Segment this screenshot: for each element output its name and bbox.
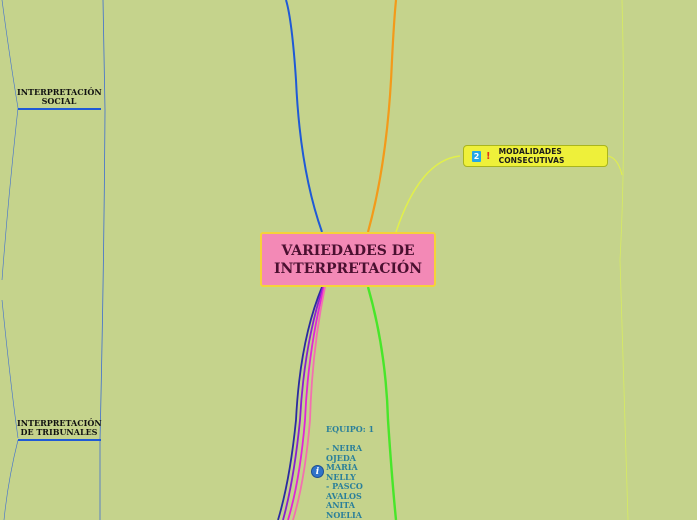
node-label-line2: DE TRIBUNALES bbox=[20, 427, 98, 437]
left-outline-line bbox=[3, 439, 19, 520]
central-topic-line2: INTERPRETACIÓN bbox=[273, 260, 423, 277]
node-label-line2: SOCIAL bbox=[41, 96, 77, 106]
team-line: NELLY bbox=[326, 471, 356, 482]
branch-magenta-down bbox=[287, 286, 325, 520]
branch-navy-down bbox=[277, 286, 323, 520]
branch-green-down bbox=[366, 286, 398, 520]
left-outline-line bbox=[99, 0, 106, 520]
info-icon[interactable]: i bbox=[311, 465, 324, 478]
branch-blue-up bbox=[285, 0, 323, 233]
central-topic-line1: VARIEDADES DE bbox=[281, 242, 415, 259]
right-outline-line bbox=[619, 0, 629, 520]
node-interpretacion-tribunales[interactable]: INTERPRETACIÓN DE TRIBUNALES bbox=[17, 418, 102, 437]
team-line: - NEIRA bbox=[326, 443, 363, 453]
node-modalidades-consecutivas[interactable]: 2 ! MODALIDADES CONSECUTIVAS bbox=[463, 145, 608, 167]
priority-number-badge: 2 bbox=[472, 150, 482, 162]
left-outline-line bbox=[1, 107, 19, 281]
central-topic[interactable]: VARIEDADES DE INTERPRETACIÓN bbox=[260, 232, 436, 287]
node-label-line1: INTERPRETACIÓN bbox=[17, 87, 102, 97]
team-line: OJEDA bbox=[326, 452, 356, 463]
team-line: - PASCO bbox=[326, 481, 363, 491]
branch-orange-up bbox=[366, 0, 398, 233]
branch-yellow-tail bbox=[607, 155, 623, 176]
team-line: EQUIPO: 1 bbox=[326, 424, 375, 434]
node-interpretacion-social[interactable]: INTERPRETACIÓN SOCIAL bbox=[17, 87, 102, 106]
team-line: NOELIA bbox=[326, 509, 362, 520]
team-line: ANITA bbox=[326, 500, 355, 510]
team-line: MARÍA bbox=[326, 462, 358, 472]
node-label-line1: INTERPRETACIÓN bbox=[17, 418, 102, 428]
exclamation-icon: ! bbox=[486, 150, 491, 162]
team-line: AVALOS bbox=[326, 490, 362, 501]
left-outline-line bbox=[1, 299, 19, 439]
topic-label: MODALIDADES CONSECUTIVAS bbox=[498, 147, 565, 165]
branch-purple-down bbox=[282, 286, 324, 520]
branch-yellow-right bbox=[395, 155, 461, 233]
team-note[interactable]: EQUIPO: 1 - NEIRA OJEDA MARÍA NELLY - PA… bbox=[326, 424, 376, 520]
left-outline-line bbox=[1, 0, 19, 109]
branch-pink-down bbox=[292, 286, 326, 520]
